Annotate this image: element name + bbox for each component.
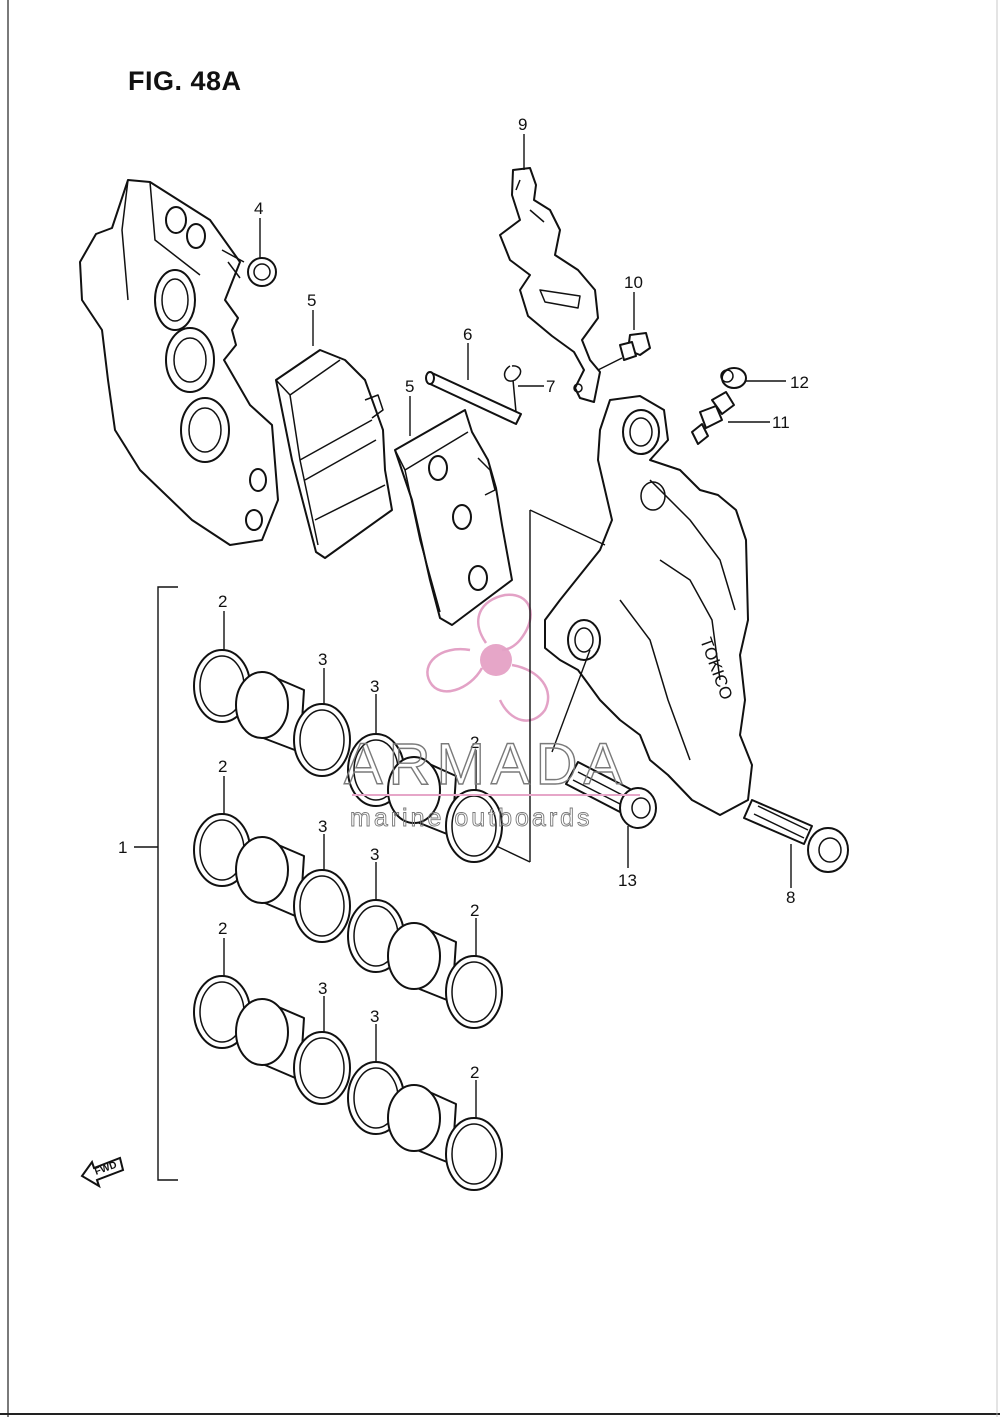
watermark-subtitle: marine outboards bbox=[350, 804, 593, 832]
callout-9: 9 bbox=[518, 115, 527, 134]
callout-10: 10 bbox=[624, 273, 643, 292]
figure-title: FIG. 48A bbox=[128, 66, 242, 96]
callout-6: 6 bbox=[463, 325, 472, 344]
caliper-housing-outer: TOKICO bbox=[544, 395, 753, 816]
part-5-brake-pad-b bbox=[394, 409, 513, 626]
callout-3: 3 bbox=[318, 817, 327, 836]
callout-1: 1 bbox=[118, 838, 127, 857]
piston-group-row-2b bbox=[347, 899, 503, 1029]
callout-8: 8 bbox=[786, 888, 795, 907]
piston-group-row-1 bbox=[193, 649, 351, 777]
part-9-bracket bbox=[499, 167, 601, 403]
callout-3: 3 bbox=[370, 1007, 379, 1026]
callout-13: 13 bbox=[618, 871, 637, 890]
callout-12: 12 bbox=[790, 373, 809, 392]
part-4-seal bbox=[247, 257, 277, 287]
piston-group-row-3 bbox=[193, 975, 351, 1105]
callout-2: 2 bbox=[218, 592, 227, 611]
part-7-clip bbox=[503, 365, 522, 413]
callout-3: 3 bbox=[370, 845, 379, 864]
piston-group-row-3b bbox=[347, 1061, 503, 1191]
fwd-arrow: FWD bbox=[80, 1156, 125, 1189]
callout-5: 5 bbox=[307, 291, 316, 310]
callout-3: 3 bbox=[370, 677, 379, 696]
callout-5: 5 bbox=[405, 377, 414, 396]
callout-2: 2 bbox=[470, 901, 479, 920]
part-6-pin bbox=[425, 371, 522, 425]
callout-2: 2 bbox=[470, 1063, 479, 1082]
part-8-bolt bbox=[743, 799, 849, 873]
callout-2: 2 bbox=[470, 733, 479, 752]
piston-group-row-1b bbox=[347, 733, 503, 863]
part-12-cap bbox=[720, 367, 747, 389]
leader-lines bbox=[223, 134, 792, 1118]
part-13-bushing bbox=[565, 761, 657, 829]
part-5-brake-pad-a bbox=[275, 349, 393, 559]
callout-4: 4 bbox=[254, 199, 263, 218]
callout-3: 3 bbox=[318, 650, 327, 669]
part-11-bleeder bbox=[691, 391, 735, 445]
caliper-housing-inner bbox=[79, 179, 279, 546]
part-10-bolt bbox=[619, 332, 651, 361]
callout-2: 2 bbox=[218, 919, 227, 938]
callout-7: 7 bbox=[546, 377, 555, 396]
arrow-left-icon bbox=[80, 1156, 125, 1189]
watermark-title: ARMADA bbox=[344, 732, 628, 797]
callout-2: 2 bbox=[218, 757, 227, 776]
callout-11: 11 bbox=[772, 413, 790, 432]
kit-bracket-1 bbox=[134, 586, 178, 1181]
propeller-logo bbox=[426, 593, 550, 722]
piston-group-row-2 bbox=[193, 813, 351, 943]
callout-3: 3 bbox=[318, 979, 327, 998]
